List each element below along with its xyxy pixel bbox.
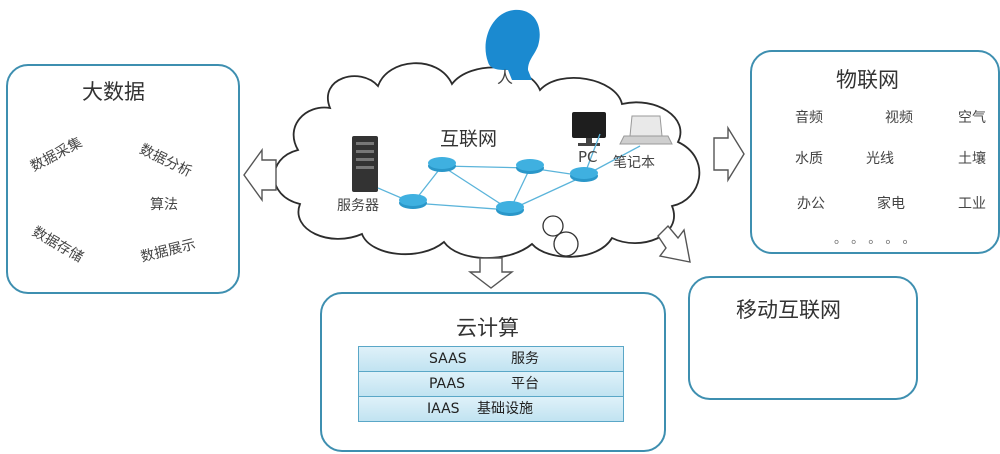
mobile-internet-panel bbox=[688, 276, 918, 400]
cloud-layer-name: IAAS bbox=[427, 401, 460, 417]
iot-item-water: 水质 bbox=[795, 151, 823, 167]
router-icon bbox=[570, 167, 598, 182]
iot-item-office: 办公 bbox=[797, 196, 825, 212]
cloud-layer-row: SAAS 服务 bbox=[359, 347, 623, 372]
iot-item-video: 视频 bbox=[885, 110, 913, 126]
internet-title: 互联网 bbox=[440, 128, 498, 150]
iot-item-soil: 土壤 bbox=[958, 151, 986, 167]
iot-item-appliance: 家电 bbox=[877, 196, 905, 212]
arrow-right-icon bbox=[713, 125, 745, 183]
laptop-label: 笔记本 bbox=[613, 155, 655, 171]
mobile-internet-title: 移动互联网 bbox=[736, 298, 841, 322]
cloud-tail-circle bbox=[553, 231, 579, 257]
person-label: 人 bbox=[497, 68, 514, 87]
cloud-layer-row: PAAS 平台 bbox=[359, 372, 623, 397]
cloud-tail-circle bbox=[542, 215, 564, 237]
bigdata-title: 大数据 bbox=[82, 80, 145, 104]
router-icon bbox=[496, 201, 524, 216]
bigdata-item-algorithm: 算法 bbox=[150, 197, 178, 213]
cloud-layer-name: PAAS bbox=[429, 376, 465, 392]
iot-title: 物联网 bbox=[836, 68, 899, 92]
cloud-computing-title: 云计算 bbox=[456, 316, 519, 340]
iot-item-air: 空气 bbox=[958, 110, 986, 126]
iot-more-dots: 。 。 。 。 。 bbox=[834, 232, 916, 247]
bigdata-panel bbox=[6, 64, 240, 294]
cloud-layer-desc: 基础设施 bbox=[477, 401, 533, 417]
person-icon bbox=[485, 9, 540, 80]
router-icon bbox=[516, 159, 544, 174]
iot-panel bbox=[750, 50, 1000, 254]
server-icon bbox=[352, 136, 378, 192]
cloud-layer-desc: 平台 bbox=[511, 376, 539, 392]
pc-label: PC bbox=[578, 148, 598, 166]
arrow-left-icon bbox=[243, 147, 277, 203]
arrow-diag-icon bbox=[657, 224, 691, 263]
pc-icon bbox=[572, 112, 606, 146]
laptop-icon bbox=[619, 115, 673, 145]
router-icon bbox=[428, 157, 456, 172]
router-icon bbox=[399, 194, 427, 209]
cloud-layer-row: IAAS 基础设施 bbox=[359, 397, 623, 421]
iot-item-audio: 音频 bbox=[795, 110, 823, 126]
iot-item-light: 光线 bbox=[866, 151, 894, 167]
iot-item-industry: 工业 bbox=[958, 196, 986, 212]
cloud-layers-table: SAAS 服务 PAAS 平台 IAAS 基础设施 bbox=[358, 346, 624, 422]
server-label: 服务器 bbox=[337, 198, 379, 214]
cloud-layer-name: SAAS bbox=[429, 351, 467, 367]
arrow-down-icon bbox=[467, 257, 515, 289]
cloud-layer-desc: 服务 bbox=[511, 351, 539, 367]
